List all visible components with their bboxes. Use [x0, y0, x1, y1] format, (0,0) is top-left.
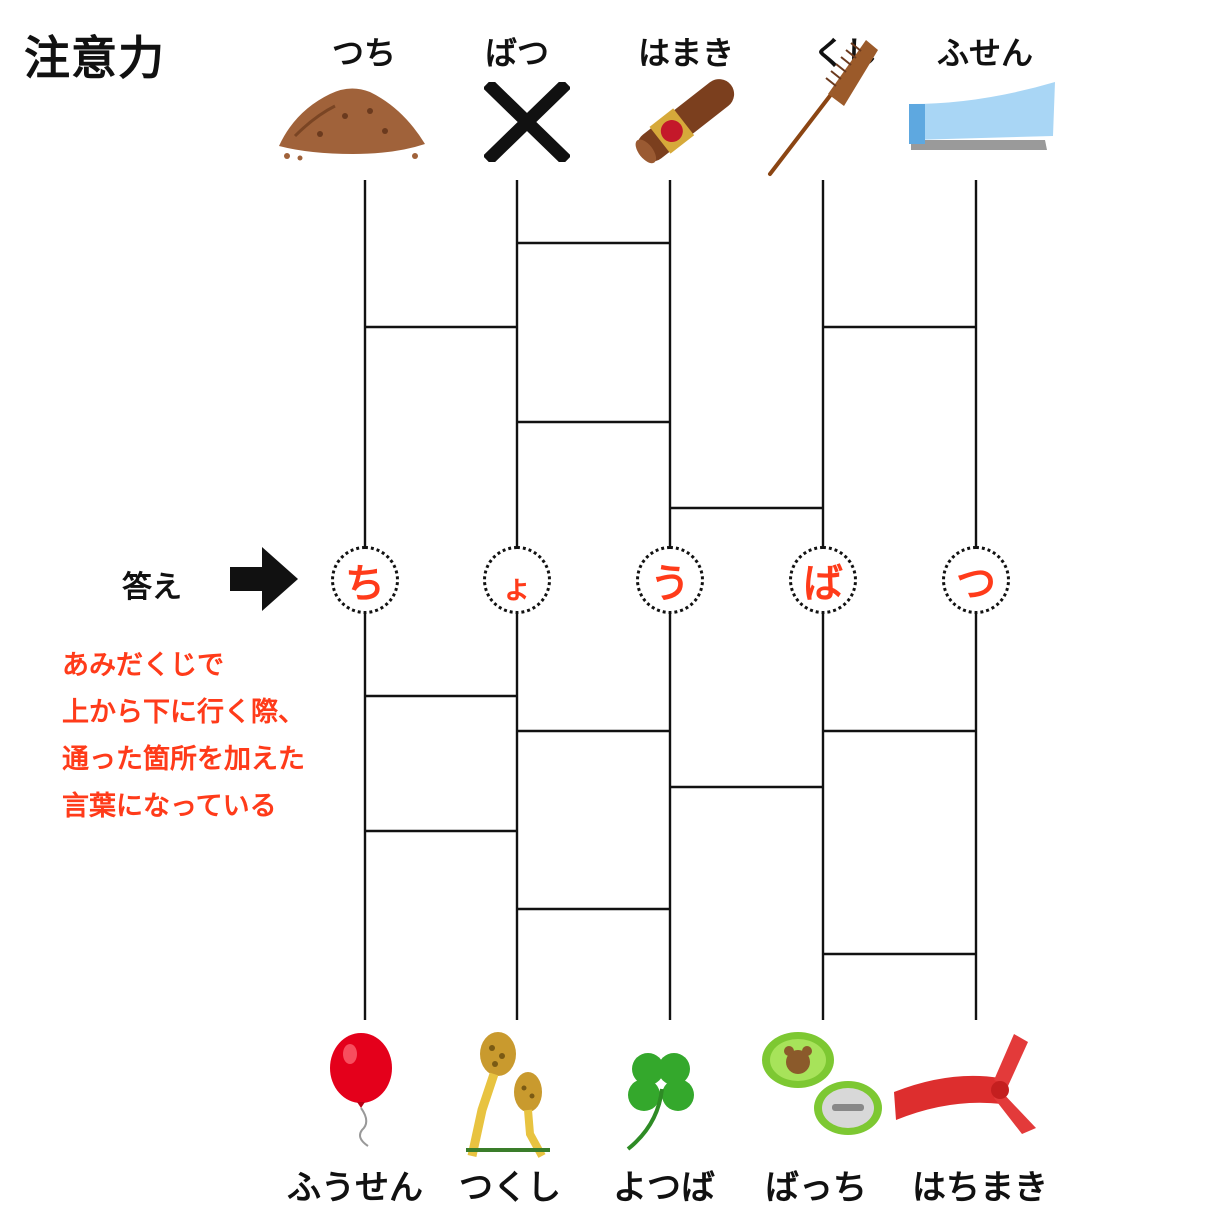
bottom-label-3: よつば	[613, 1168, 715, 1208]
bottom-label-1: ふうせん	[287, 1168, 423, 1208]
balloon-icon	[330, 1033, 392, 1147]
answer-char-3: う	[636, 546, 704, 614]
soil-pile-icon	[279, 88, 425, 161]
hint-line-2: 上から下に行く際、	[62, 697, 305, 728]
page-title: 注意力	[24, 31, 165, 85]
button-badge-icon	[762, 1032, 882, 1135]
top-label-2: ばつ	[484, 34, 549, 72]
hint-line-1: あみだくじで	[62, 650, 224, 681]
answer-char-4: ば	[789, 546, 857, 614]
cigar-icon	[635, 79, 735, 164]
answer-char-2: ょ	[483, 546, 551, 614]
hint-note: あみだくじで 上から下に行く際、 通った箇所を加えた 言葉になっている	[62, 642, 305, 830]
hint-line-4: 言葉になっている	[62, 791, 277, 822]
answer-char-1: ち	[331, 546, 399, 614]
top-label-1: つち	[331, 34, 396, 72]
headband-icon	[894, 1034, 1036, 1134]
sticky-note-icon	[909, 82, 1055, 150]
top-label-5: ふせん	[936, 34, 1033, 72]
bottom-label-2: つくし	[459, 1168, 561, 1208]
four-leaf-clover-icon	[626, 1053, 694, 1151]
answer-char-5: つ	[942, 546, 1010, 614]
arrow-right-icon	[230, 547, 298, 611]
answer-label: 答え	[122, 570, 182, 605]
horsetail-icon	[466, 1032, 550, 1158]
hint-line-3: 通った箇所を加えた	[62, 744, 305, 775]
bottom-label-5: はちまき	[912, 1168, 1048, 1208]
top-label-3: はまき	[637, 34, 734, 72]
bottom-label-4: ばっち	[765, 1168, 867, 1208]
comb-icon	[768, 40, 878, 176]
cross-mark-icon	[484, 82, 570, 162]
